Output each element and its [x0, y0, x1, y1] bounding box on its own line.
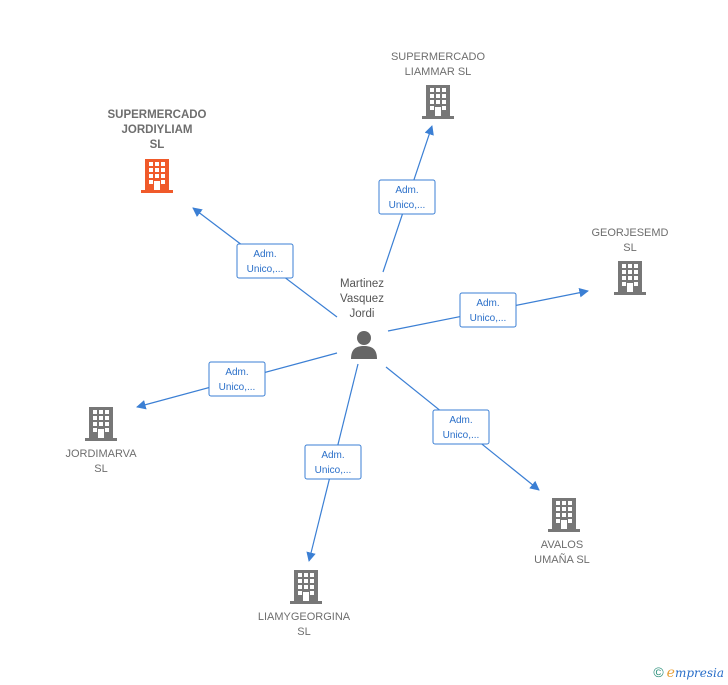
- edge-label-line-1: Adm.: [321, 450, 344, 461]
- edge-label-supermercado-jordiyliam[interactable]: Adm. Unico,...: [236, 243, 294, 279]
- copyright-symbol: ©: [653, 664, 664, 680]
- edge-label-line-2: Unico,...: [470, 313, 507, 324]
- brand-name: mpresia: [674, 666, 724, 680]
- building-icon: [141, 159, 173, 193]
- edge-label-box: [459, 292, 517, 328]
- edge-label-box: [378, 179, 436, 215]
- edge-label-box: [432, 409, 490, 445]
- edge-label-line-2: Unico,...: [219, 382, 256, 393]
- company-name-line-2: SL: [94, 463, 107, 475]
- company-node-avalos-umana[interactable]: AVALOS UMAÑA SL: [534, 498, 590, 566]
- edge-label-line-1: Adm.: [449, 415, 472, 426]
- company-name-line-1: JORDIMARVA: [65, 448, 137, 460]
- company-name-line-2: UMAÑA SL: [534, 553, 590, 566]
- building-icon: [85, 407, 117, 441]
- company-name: SUPERMERCADO JORDIYLIAM SL: [107, 109, 206, 151]
- edge-labels-layer: Adm.Unico,...Adm.Unico,...Adm.Unico,...A…: [208, 179, 517, 480]
- edge-label-box: [208, 361, 266, 397]
- person-name-line-2: Vasquez: [340, 293, 384, 305]
- company-node-liamygeorgina[interactable]: LIAMYGEORGINA SL: [258, 570, 351, 638]
- company-name-line-2: SL: [297, 626, 310, 638]
- footer-brand: ©empresia: [653, 664, 724, 681]
- company-name-line-1: SUPERMERCADO: [391, 51, 486, 63]
- person-name-line-3: Jordi: [350, 308, 375, 320]
- edge-label-line-2: Unico,...: [389, 200, 426, 211]
- company-node-jordimarva[interactable]: JORDIMARVA SL: [65, 407, 137, 475]
- edge-label-line-2: Unico,...: [315, 465, 352, 476]
- company-name: GEORJESEMD SL: [591, 227, 668, 254]
- company-node-supermercado-liammar[interactable]: SUPERMERCADO LIAMMAR SL: [391, 51, 486, 119]
- building-icon: [290, 570, 322, 604]
- edge-label-avalos-umana[interactable]: Adm. Unico,...: [432, 409, 490, 445]
- building-icon: [548, 498, 580, 532]
- edge-label-box: [304, 444, 362, 480]
- company-name-line-1: LIAMYGEORGINA: [258, 611, 351, 623]
- edge-label-line-2: Unico,...: [443, 430, 480, 441]
- company-name-line-1: AVALOS: [541, 539, 583, 551]
- edge-label-line-1: Adm.: [476, 298, 499, 309]
- company-name-line-1: SUPERMERCADO: [107, 109, 206, 121]
- person-name-line-1: Martinez: [340, 278, 384, 290]
- person-node[interactable]: Martinez Vasquez Jordi: [340, 278, 384, 359]
- company-name-line-2: LIAMMAR SL: [405, 66, 472, 78]
- company-node-georjesemd[interactable]: GEORJESEMD SL: [591, 227, 669, 295]
- edge-label-jordimarva[interactable]: Adm. Unico,...: [208, 361, 266, 397]
- nodes-layer: SUPERMERCADO JORDIYLIAM SL SUPERMERCADO LIAM…: [65, 51, 668, 638]
- company-name: AVALOS UMAÑA SL: [534, 539, 590, 566]
- building-icon: [614, 261, 646, 295]
- company-name: SUPERMERCADO LIAMMAR SL: [391, 51, 486, 78]
- edge-label-line-1: Adm.: [253, 249, 276, 260]
- brand-initial: e: [666, 665, 675, 681]
- edge-label-line-2: Unico,...: [247, 264, 284, 275]
- edge-label-line-1: Adm.: [395, 185, 418, 196]
- company-name: JORDIMARVA SL: [65, 448, 137, 475]
- person-icon: [351, 331, 377, 359]
- edge-label-box: [236, 243, 294, 279]
- company-name-line-3: SL: [150, 139, 165, 151]
- company-name-line-1: GEORJESEMD: [591, 227, 668, 239]
- person-name: Martinez Vasquez Jordi: [340, 278, 384, 320]
- edge-label-supermercado-liammar[interactable]: Adm. Unico,...: [378, 179, 436, 215]
- edge-label-georjesemd[interactable]: Adm. Unico,...: [459, 292, 517, 328]
- edge-label-liamygeorgina[interactable]: Adm. Unico,...: [304, 444, 362, 480]
- company-name: LIAMYGEORGINA SL: [258, 611, 351, 638]
- company-name-line-2: SL: [623, 242, 636, 254]
- building-icon: [422, 85, 454, 119]
- company-node-supermercado-jordiyliam[interactable]: SUPERMERCADO JORDIYLIAM SL: [107, 109, 207, 193]
- edge-label-line-1: Adm.: [225, 367, 248, 378]
- company-name-line-2: JORDIYLIAM: [122, 124, 193, 136]
